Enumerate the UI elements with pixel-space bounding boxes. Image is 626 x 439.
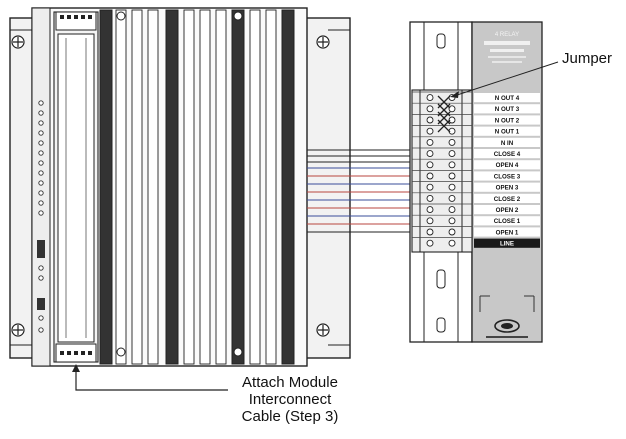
terminal-label: OPEN 3 <box>496 185 519 192</box>
terminal-label: N OUT 2 <box>495 117 520 124</box>
screw-icon <box>11 323 25 337</box>
terminal-screw-icon <box>426 183 434 191</box>
terminal-screw-icon <box>448 239 456 247</box>
terminal-screw-icon <box>426 127 434 135</box>
terminal-screw-icon <box>426 94 434 102</box>
bottom-interconnect-connector <box>55 343 97 363</box>
terminal-label: OPEN 1 <box>496 229 519 236</box>
brand-logo <box>486 319 528 338</box>
interconnect-cable-callout: Attach Module Interconnect Cable (Step 3… <box>210 374 370 425</box>
terminal-screw-icon <box>426 217 434 225</box>
relay-module: 4 RELAY N OUT 4 N OUT 3 N OUT 2 N OUT 1 N IN… <box>409 21 543 343</box>
terminal-label-background <box>474 205 540 215</box>
terminal-label: OPEN 4 <box>496 162 519 169</box>
terminal-label-background <box>474 104 540 114</box>
terminal-screw-icon <box>448 228 456 236</box>
screw-icon <box>316 323 330 337</box>
module-title: 4 RELAY <box>495 32 519 38</box>
top-interconnect-connector <box>55 11 97 31</box>
jumper-leader <box>450 61 559 98</box>
terminal-label: CLOSE 3 <box>494 173 521 180</box>
cable-callout-line: Attach Module <box>242 374 338 391</box>
terminal-screw-icon <box>448 116 456 124</box>
terminal-label: N OUT 1 <box>495 129 520 136</box>
terminal-screw-icon <box>426 172 434 180</box>
terminal-screw-icon <box>426 206 434 214</box>
cable-callout-line: Interconnect <box>248 391 332 408</box>
terminal-label: N IN <box>501 140 514 147</box>
terminal-label-background <box>474 115 540 125</box>
terminal-screw-icon <box>448 183 456 191</box>
terminal-label-background <box>474 216 540 226</box>
terminal-screw-icon <box>426 116 434 124</box>
terminal-label-background <box>474 227 540 237</box>
terminal-label: OPEN 2 <box>496 207 519 214</box>
terminal-label-background <box>474 238 540 248</box>
terminal-label-background <box>474 193 540 203</box>
terminal-label: CLOSE 4 <box>494 151 521 158</box>
terminal-screw-icon <box>426 194 434 202</box>
terminal-screw-icon <box>448 161 456 169</box>
screw-icon <box>11 35 25 49</box>
terminal-label-background <box>474 126 540 136</box>
terminal-screw-icon <box>448 217 456 225</box>
terminal-screw-icon <box>448 150 456 158</box>
terminal-label: CLOSE 2 <box>494 196 521 203</box>
terminal-label-background <box>474 160 540 170</box>
terminal-label: LINE <box>500 241 514 248</box>
terminal-label: N OUT 3 <box>495 106 520 113</box>
jumper-callout: Jumper <box>562 50 613 67</box>
heat-sink-fins <box>99 9 295 365</box>
cable-leader <box>72 364 228 391</box>
terminal-label-background <box>474 137 540 147</box>
terminal-screw-icon <box>426 161 434 169</box>
terminal-screw-icon <box>426 228 434 236</box>
terminal-label-background <box>474 171 540 181</box>
wire-harness <box>307 149 412 233</box>
terminal-label-background <box>474 93 540 103</box>
terminal-screw-icon <box>426 138 434 146</box>
cable-callout-line: Cable (Step 3) <box>241 408 339 425</box>
terminal-screw-icon <box>448 105 456 113</box>
terminal-screw-icon <box>448 138 456 146</box>
terminal-screw-icon <box>426 105 434 113</box>
terminal-label: N OUT 4 <box>495 95 520 102</box>
terminal-screw-icon <box>426 150 434 158</box>
terminal-label-background <box>474 182 540 192</box>
module-label-panel <box>471 21 543 343</box>
terminal-label: CLOSE 1 <box>494 218 521 225</box>
jumper-wires <box>437 95 451 133</box>
terminal-screw-icon <box>448 172 456 180</box>
terminal-label-background <box>474 149 540 159</box>
terminal-screw-icon <box>426 239 434 247</box>
screw-icon <box>316 35 330 49</box>
terminal-block <box>411 89 473 253</box>
control-enclosure <box>9 7 351 367</box>
terminal-screw-icon <box>448 206 456 214</box>
indicator-led-column <box>38 100 44 333</box>
terminal-screw-icon <box>448 194 456 202</box>
